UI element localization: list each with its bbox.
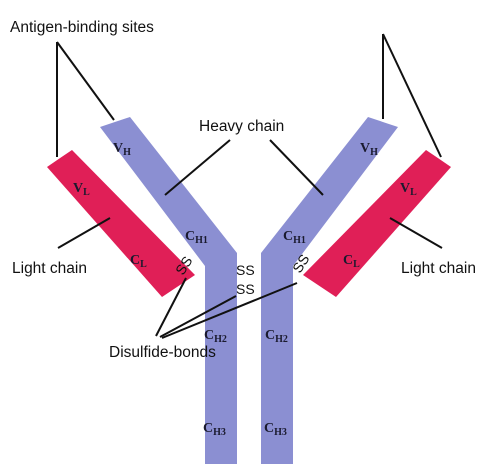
light-chain-line-left xyxy=(57,217,111,249)
light-chain-right-bar xyxy=(303,150,451,297)
domain-ch3-right: CH3 xyxy=(264,421,287,438)
antigen-binding-sites-label: Antigen-binding sites xyxy=(10,19,154,36)
ss-bond-center-top: SS xyxy=(236,262,255,278)
heavy-chain-left-arm xyxy=(100,117,237,464)
domain-vh-left: VH xyxy=(113,141,131,158)
light-chain-right-label: Light chain xyxy=(401,260,476,277)
light-chain-left xyxy=(47,150,195,297)
heavy-chain-line-right xyxy=(269,139,324,196)
heavy-chain-label: Heavy chain xyxy=(199,118,284,135)
domain-vl-right: VL xyxy=(400,181,417,198)
antigen-line-right-vl xyxy=(382,33,442,158)
heavy-chain-left xyxy=(100,117,237,464)
light-chain-line-right xyxy=(389,217,443,249)
domain-cl-right: CL xyxy=(343,253,360,270)
disulfide-line-1 xyxy=(155,277,187,337)
domain-ch2-right: CH2 xyxy=(265,328,288,345)
antigen-line-left-vh xyxy=(56,41,115,121)
light-chain-left-bar xyxy=(47,150,195,297)
light-chain-right xyxy=(303,150,451,297)
disulfide-line-3 xyxy=(161,282,298,339)
domain-ch2-left: CH2 xyxy=(204,328,227,345)
domain-ch3-left: CH3 xyxy=(203,421,226,438)
domain-vl-left: VL xyxy=(73,181,90,198)
domain-cl-left: CL xyxy=(130,253,147,270)
callout-lines xyxy=(56,33,443,339)
domain-vh-right: VH xyxy=(360,141,378,158)
domain-ch1-left: CH1 xyxy=(185,229,208,246)
domain-ch1-right: CH1 xyxy=(283,229,306,246)
disulfide-bonds-label: Disulfide-bonds xyxy=(109,344,216,361)
heavy-chain-right xyxy=(261,117,398,464)
disulfide-line-2 xyxy=(159,295,237,338)
ss-bond-center-bottom: SS xyxy=(236,281,255,297)
heavy-chain-right-arm xyxy=(261,117,398,464)
heavy-chain-line-left xyxy=(164,139,231,196)
light-chain-left-label: Light chain xyxy=(12,260,87,277)
